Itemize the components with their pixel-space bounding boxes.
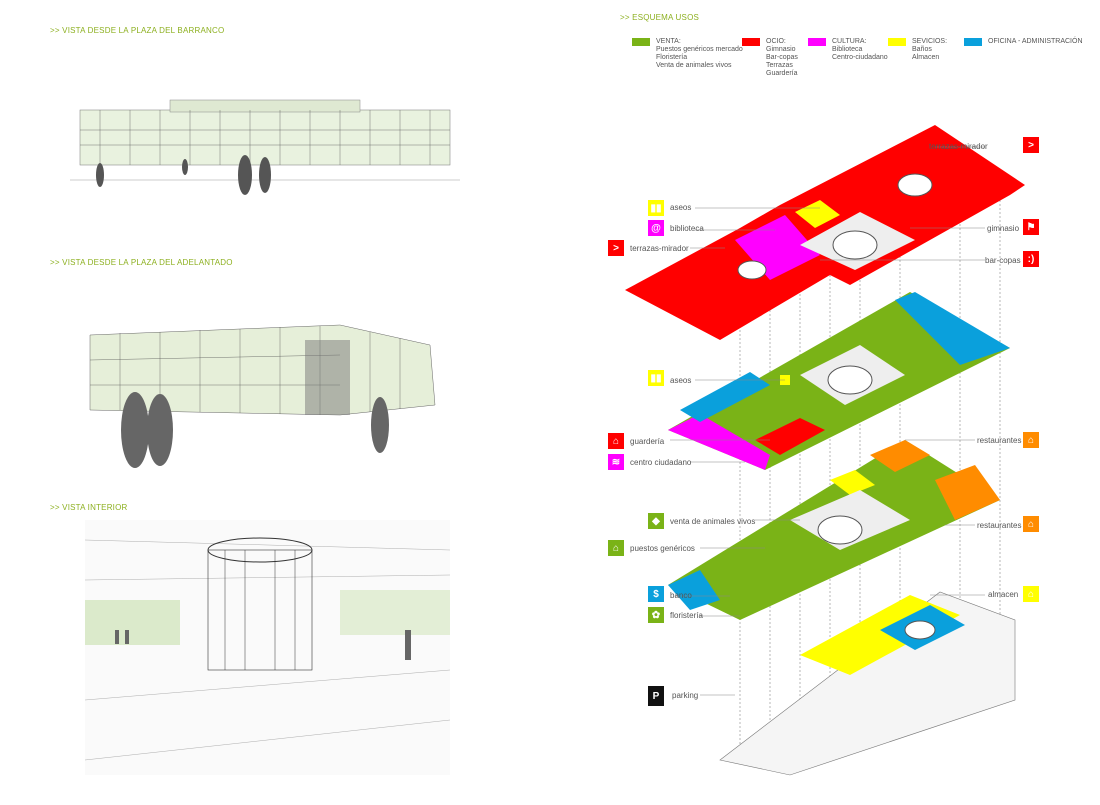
legend-head: VENTA: [656,38,681,45]
fish-icon: ◆ [648,513,664,529]
legend-swatch [888,38,906,46]
label-puestos-genericos: puestos genéricos [630,544,695,553]
bar-icon: :) [1023,251,1039,267]
legend-head: CULTURA: [832,38,867,45]
restaurant-icon: ⌂ [1023,432,1039,448]
label-banco: banco [670,591,692,600]
label-guarderia: guardería [630,437,665,446]
nursery-icon: ⌂ [608,433,624,449]
view-title-interior: >> VISTA INTERIOR [50,503,128,512]
view-title-barranco: >> VISTA DESDE LA PLAZA DEL BARRANCO [50,26,225,35]
legend-head: OCIO: [766,38,786,45]
label-terrazas-mirador-left: terrazas-mirador [630,244,689,253]
area-aseos-top [795,200,840,228]
library-icon: @ [648,220,664,236]
label-parking: parking [672,691,699,700]
terrace-icon: > [608,240,624,256]
restaurant-icon: ⌂ [1023,516,1039,532]
label-biblioteca: biblioteca [670,224,704,233]
label-bar-copas: bar-copas [985,256,1021,265]
scheme-title: >> ESQUEMA USOS [620,13,700,22]
label-aseos-top: aseos [670,203,692,212]
legend-swatch [742,38,760,46]
bank-icon: $ [648,586,664,602]
label-terrazas-mirador-top: terrazas-mirador [929,142,988,151]
label-aseos-mid: aseos [670,376,692,385]
terrace-icon: > [1023,137,1039,153]
storage-icon: ⌂ [1023,586,1039,602]
market-stall-icon: ⌂ [608,540,624,556]
render-view-adelantado [89,324,436,468]
label-venta-animales: venta de animales vivos [670,517,756,526]
flower-icon: ✿ [648,607,664,623]
label-restaurantes-1: restaurantes [977,436,1022,445]
restroom-icon: ▮▮ [648,370,664,386]
legend-head: OFICINA - ADMINISTRACIÓN [988,38,1083,45]
legend-swatch [632,38,650,46]
restroom-icon: ▮▮ [648,200,664,216]
label-restaurantes-2: restaurantes [977,521,1022,530]
legend-swatch [808,38,826,46]
label-centro-ciudadano: centro ciudadano [630,458,692,467]
civic-center-icon: ≋ [608,454,624,470]
legend-swatch [964,38,982,46]
render-view-barranco [70,99,460,195]
label-gimnasio: gimnasio [987,224,1020,233]
legend-head: SEVICIOS: [912,38,948,45]
render-view-interior [85,520,450,775]
parking-icon: P [648,686,664,706]
gym-icon: ⚑ [1023,219,1039,235]
label-floristeria: floristería [670,611,703,620]
label-almacen: almacen [988,590,1019,599]
view-title-adelantado: >> VISTA DESDE LA PLAZA DEL ADELANTADO [50,258,233,267]
